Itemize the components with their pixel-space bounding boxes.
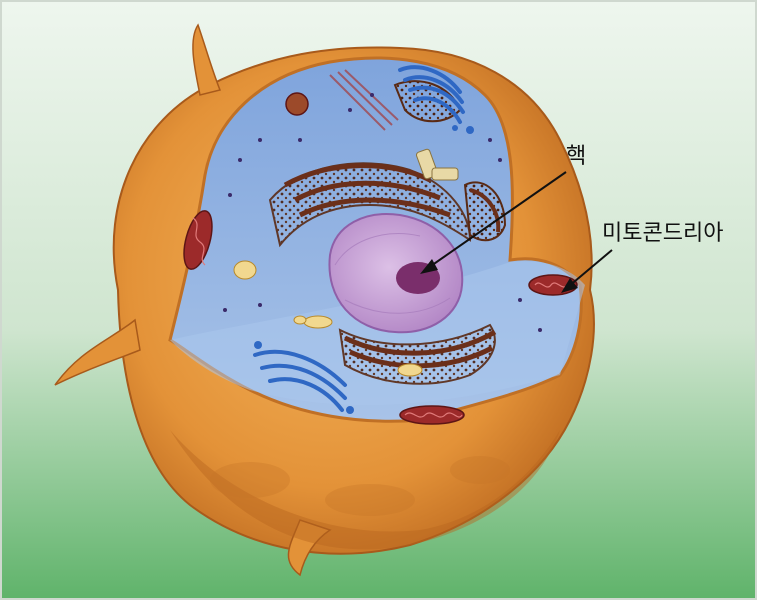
- mitochondria-label: 미토콘드리아: [602, 221, 723, 246]
- mitochondrion: [286, 93, 308, 115]
- mitochondrion: [400, 406, 464, 424]
- nucleus-label: 핵: [566, 144, 586, 169]
